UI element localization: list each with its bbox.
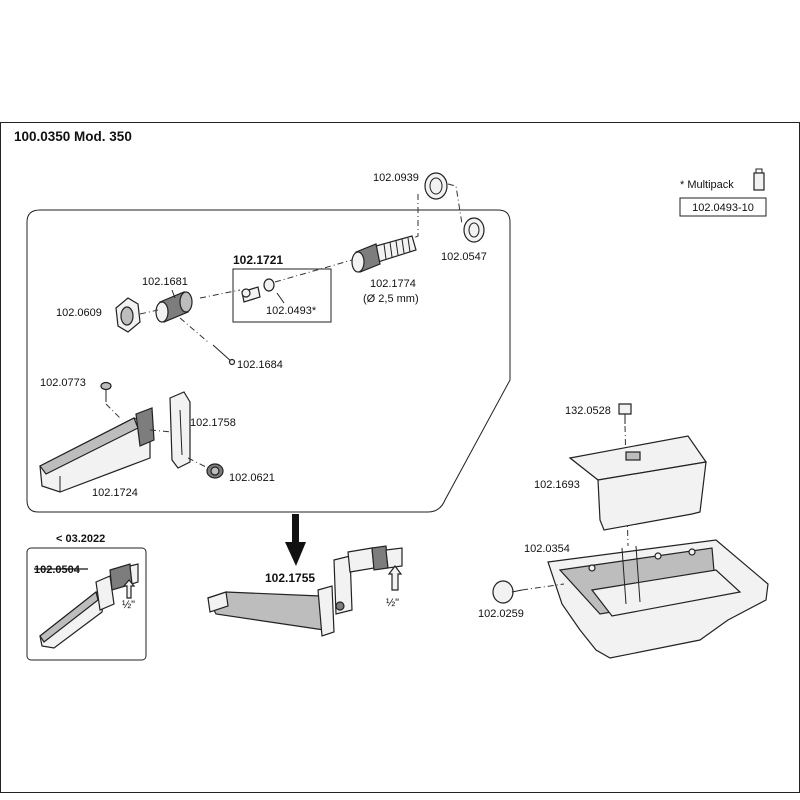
label-102-1693: 102.1693 <box>534 479 580 491</box>
drinking-bowl-icon <box>547 539 769 659</box>
valve-body-icon <box>155 291 193 323</box>
screw-icon <box>100 381 112 402</box>
multipack-label: * Multipack <box>680 179 734 191</box>
multipack-code: 102.0493-10 <box>692 202 754 214</box>
nut-icon <box>463 217 485 243</box>
legacy-box <box>26 547 147 661</box>
small-nut-icon <box>206 463 224 479</box>
legacy-part-label: 102.0504 <box>34 564 81 576</box>
label-102-0354: 102.0354 <box>524 543 570 555</box>
label-102-0621: 102.0621 <box>229 472 275 484</box>
valve-seal-icon <box>263 278 275 292</box>
multipack-code-box <box>679 197 767 217</box>
label-102-1724: 102.1724 <box>92 487 138 499</box>
cover-plate-icon <box>568 435 708 531</box>
label-102-1721: 102.1721 <box>233 253 283 267</box>
label-102-0547: 102.0547 <box>441 251 487 263</box>
arrow-down-icon <box>285 514 306 566</box>
label-102-1684: 102.1684 <box>237 359 283 371</box>
threaded-nipple-icon <box>351 235 417 273</box>
gasket-ring-icon <box>424 172 448 200</box>
thread-arrow-icon <box>387 565 403 591</box>
legacy-date: < 03.2022 <box>56 533 105 545</box>
legacy-thread-size: ½" <box>122 599 135 611</box>
diagram-title: 100.0350 Mod. 350 <box>14 129 132 144</box>
assembled-valve-icon <box>207 545 403 637</box>
legacy-thread-arrow-icon <box>122 579 136 599</box>
label-102-0609: 102.0609 <box>56 307 102 319</box>
multipack-box-icon <box>753 168 765 191</box>
label-102-1758: 102.1758 <box>190 417 236 429</box>
label-102-1681: 102.1681 <box>142 276 188 288</box>
float-icon <box>39 407 155 493</box>
float-arm-icon <box>169 391 191 469</box>
split-pin-icon <box>212 344 236 366</box>
valve-pin-icon <box>241 286 261 303</box>
plug-icon <box>492 580 523 604</box>
label-102-0939: 102.0939 <box>373 172 419 184</box>
label-102-1774-note: (Ø 2,5 mm) <box>363 293 419 305</box>
label-102-0493: 102.0493* <box>266 305 317 317</box>
label-132-0528: 132.0528 <box>565 405 611 417</box>
label-102-1755: 102.1755 <box>265 571 315 585</box>
legacy-valve-icon <box>39 563 139 649</box>
label-102-0259: 102.0259 <box>478 608 524 620</box>
new-thread-size: ½" <box>386 597 399 609</box>
label-102-0773: 102.0773 <box>40 377 86 389</box>
valve-insert-box <box>232 268 332 323</box>
label-102-1774: 102.1774 <box>370 278 416 290</box>
hex-nut-icon <box>115 297 141 333</box>
valve-assembly-callout <box>26 209 511 513</box>
bolt-icon <box>618 403 632 424</box>
